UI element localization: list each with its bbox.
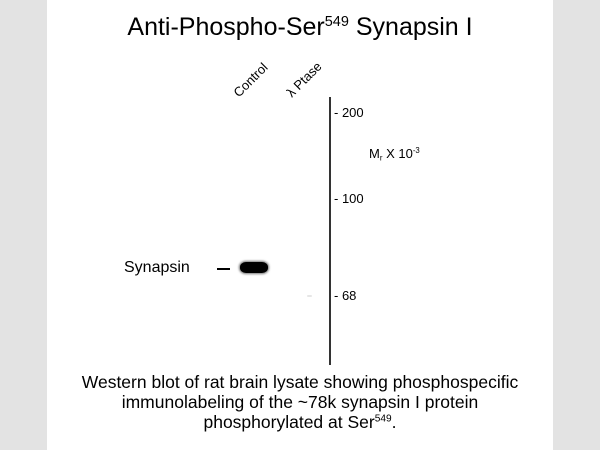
caption-line-3-tail: . [391,412,397,432]
protein-pointer-dash [217,268,230,270]
caption-line-2: immunolabeling of the ~78k synapsin I pr… [121,392,479,412]
figure-title: Anti-Phospho-Ser549 Synapsin I [0,12,600,42]
mr-main: M [369,146,380,161]
marker-100: - 100 [334,191,364,206]
marker-200: - 200 [334,105,364,120]
marker-68: - 68 [334,288,357,303]
protein-label: Synapsin [124,259,190,276]
caption-line-3-sup: 549 [374,413,392,425]
title-main: Anti-Phospho-Ser [127,13,325,41]
title-superscript: 549 [324,14,349,31]
mr-units-label: Mr X 10-3 [369,146,420,163]
marker-axis-line [329,97,331,365]
synapsin-band-control [240,262,268,273]
caption-line-3-main: phosphorylated at Ser [203,412,375,432]
mr-sub: r [379,153,383,163]
faint-spot-ptase-lane [307,295,312,297]
mr-mid: X 10 [382,146,413,161]
caption-line-1: Western blot of rat brain lysate showing… [81,372,519,392]
title-tail: Synapsin I [348,13,473,41]
figure-panel [47,0,553,450]
mr-sup: -3 [412,146,420,156]
caption-line-3: phosphorylated at Ser549. [0,412,600,432]
figure-caption: Western blot of rat brain lysate showing… [0,372,600,432]
